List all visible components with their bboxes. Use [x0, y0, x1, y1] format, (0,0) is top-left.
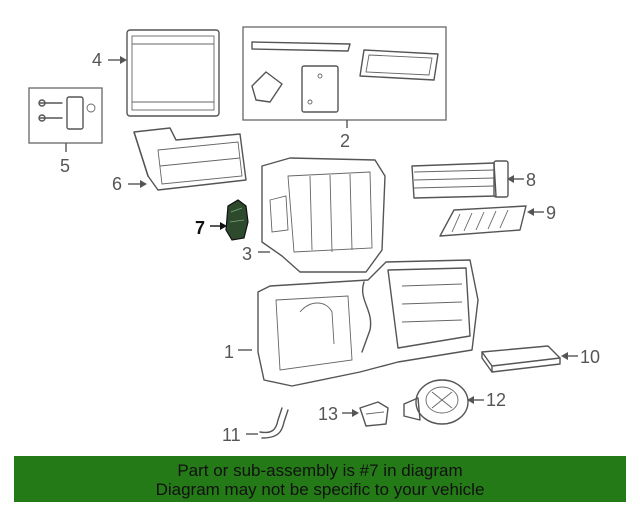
part-3-upper-housing[interactable] — [261, 157, 386, 273]
part-4-evaporator-core[interactable] — [126, 29, 220, 117]
callout-3: 3 — [242, 244, 270, 264]
part-6-heater-core[interactable] — [133, 127, 247, 191]
callout-6: 6 — [112, 174, 147, 194]
callout-8: 8 — [507, 170, 536, 190]
part-13-resistor[interactable] — [359, 401, 389, 427]
part-7-actuator[interactable] — [225, 199, 249, 241]
callout-13: 13 — [318, 404, 359, 424]
svg-text:4: 4 — [92, 50, 102, 70]
svg-text:5: 5 — [60, 156, 70, 176]
callout-7: 7 — [195, 218, 227, 238]
svg-text:2: 2 — [340, 131, 350, 151]
part-9-grille[interactable] — [439, 205, 527, 237]
callout-11: 11 — [222, 425, 258, 445]
svg-text:11: 11 — [222, 425, 241, 445]
svg-text:3: 3 — [242, 244, 252, 264]
part-12-blower-motor[interactable] — [403, 379, 469, 425]
callout-9: 9 — [527, 203, 556, 223]
svg-text:10: 10 — [580, 347, 600, 367]
callout-5: 5 — [60, 143, 70, 176]
part-10-cabin-filter[interactable] — [481, 345, 561, 373]
svg-text:12: 12 — [486, 390, 506, 410]
svg-text:8: 8 — [526, 170, 536, 190]
callout-4: 4 — [92, 50, 127, 70]
info-banner: Part or sub-assembly is #7 in diagram Di… — [14, 456, 626, 502]
callout-2: 2 — [340, 120, 350, 151]
svg-text:9: 9 — [546, 203, 556, 223]
banner-line-part-number: Part or sub-assembly is #7 in diagram — [177, 461, 463, 480]
part-1-lower-housing[interactable] — [257, 259, 479, 387]
part-8-cartridge[interactable] — [411, 160, 509, 199]
callout-12: 12 — [467, 390, 506, 410]
callout-10: 10 — [561, 347, 600, 367]
svg-text:1: 1 — [224, 342, 234, 362]
callout-1: 1 — [224, 342, 252, 362]
part-5-expansion-valve[interactable] — [28, 87, 103, 144]
banner-line-disclaimer: Diagram may not be specific to your vehi… — [155, 480, 485, 499]
parts-diagram: 4 2 5 6 — [28, 26, 600, 445]
part-2-seal-kit[interactable] — [242, 26, 447, 121]
part-11-drain-hose[interactable] — [259, 407, 289, 439]
svg-text:7: 7 — [195, 218, 205, 238]
svg-text:6: 6 — [112, 174, 122, 194]
svg-text:13: 13 — [318, 404, 338, 424]
